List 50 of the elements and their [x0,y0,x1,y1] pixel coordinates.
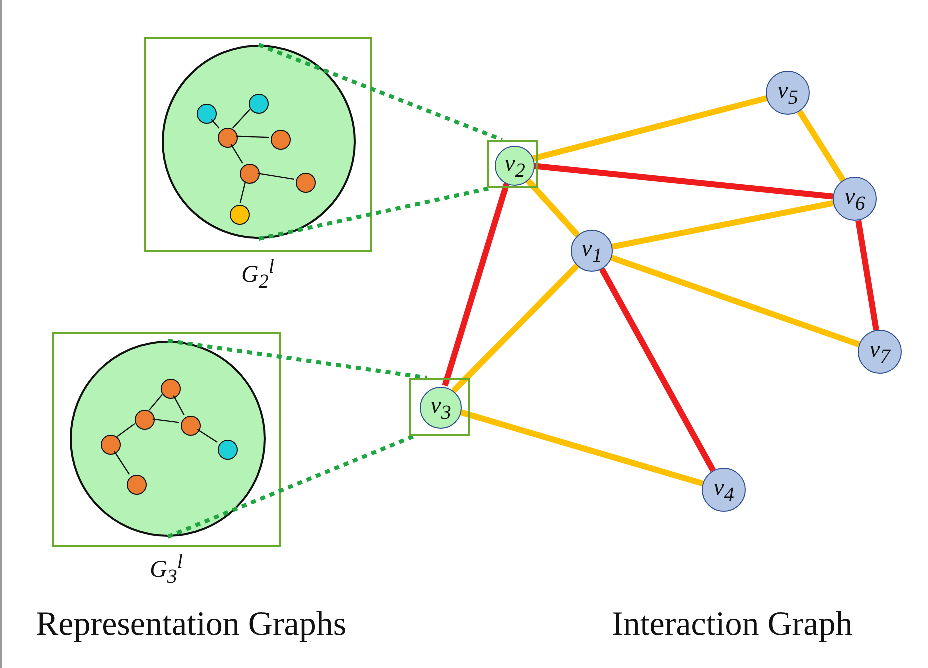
edge-line [612,200,834,250]
dotted-leader-line [168,339,428,380]
zoom-frame [409,378,470,436]
edge-line [236,136,270,138]
edge-line [524,176,580,238]
edge-line [610,255,860,348]
graph-node-circle [296,173,316,193]
graph-node-circle [271,130,291,150]
vertex-label: v$_{2}$ [504,152,526,180]
edge-line [148,394,164,411]
edge-line [532,163,834,200]
vertex-label: v$_{1}$ [582,236,602,266]
edge-line [856,220,880,331]
graph-node-circle [230,205,250,225]
edge-line [258,173,294,180]
vertex-label: v$_{4}$ [714,476,734,504]
edge-line [230,144,244,164]
edge-line [240,182,246,204]
graph-node-circle [127,475,147,495]
graph-node-circle [135,410,155,430]
edge-line [600,268,716,472]
edge-line [442,182,510,387]
graph-node-circle [197,104,217,124]
edge-line [152,418,180,424]
dotted-leader-line [167,434,416,539]
section-title: Interaction Graph [612,606,853,644]
edge-line [532,96,768,162]
dotted-leader-line [258,43,504,142]
edge-line [232,108,251,130]
edge-line [197,428,218,444]
edge-line [211,119,220,129]
graph-node-circle [181,416,201,436]
graph-node-circle [218,440,238,460]
edge-line [114,451,130,475]
vertex-label: v$_{3}$ [430,394,452,422]
edge-line [458,409,704,487]
edge-line [173,396,185,416]
graph-node-circle [218,128,238,148]
edge-line [797,110,846,182]
graph-node-circle [249,94,269,114]
vertex-label: v$_{6}$ [844,184,866,214]
edge-line [116,423,136,438]
graph-node-circle [161,379,181,399]
graph-node-circle [240,164,260,184]
vertex-label: v$_{5}$ [778,78,798,108]
graph-node-circle [101,435,121,455]
vertex-label: v$_{7}$ [870,338,890,366]
zoom-frame [487,140,538,188]
edge-line [452,264,580,394]
section-title: Representation Graphs [36,606,347,644]
